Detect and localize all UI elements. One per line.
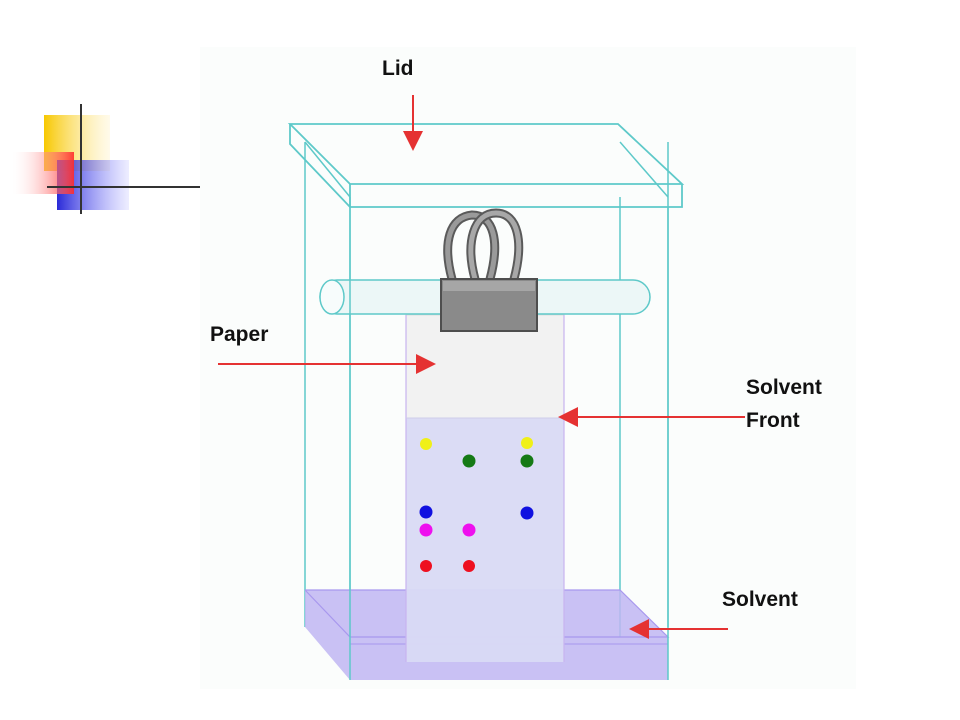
solvent-label: Solvent (722, 588, 798, 611)
spot-yellow-2 (521, 437, 533, 449)
solvent-front-label-line2: Front (746, 409, 800, 432)
solvent-front-label-line1: Solvent (746, 376, 822, 399)
lid-label: Lid (382, 57, 414, 80)
spot-blue-1 (419, 505, 433, 519)
spot-red-2 (463, 560, 475, 572)
spot-green-1 (462, 454, 476, 468)
spot-magenta-2 (462, 523, 476, 537)
spot-blue-2 (520, 506, 534, 520)
paper-label: Paper (210, 323, 269, 346)
spot-yellow-1 (420, 438, 432, 450)
spot-magenta-1 (419, 523, 433, 537)
chromatography-diagram: Lid Paper Solvent Front Solvent (200, 47, 856, 689)
binder-clip-icon (440, 208, 538, 332)
sample-spots (419, 437, 534, 572)
spot-green-2 (520, 454, 534, 468)
tank-front-edges (349, 207, 669, 680)
spot-red-1 (420, 560, 432, 572)
paper-wet-region (406, 418, 564, 662)
